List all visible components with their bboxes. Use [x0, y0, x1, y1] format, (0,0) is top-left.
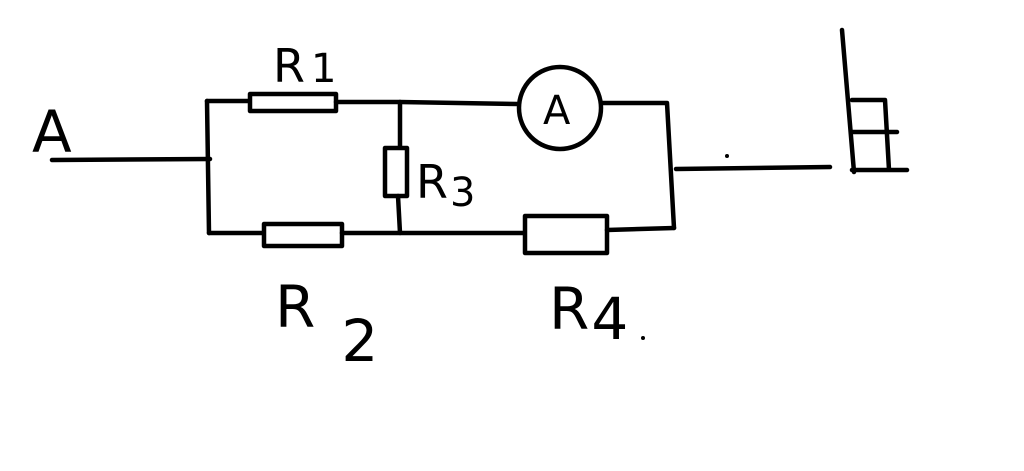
r4-label: R4: [549, 275, 628, 353]
r3-bottom-wire: [395, 193, 403, 236]
resistor-r1: [247, 91, 339, 114]
terminal-right-mark: [839, 27, 910, 175]
resistor-r3: [382, 145, 410, 199]
terminal-left-label: A: [32, 98, 72, 166]
stray-dot: [725, 154, 729, 158]
resistor-r4: [522, 213, 610, 256]
top-branch-wire: [333, 99, 521, 107]
ammeter: [516, 64, 604, 152]
input-wire: [49, 156, 213, 163]
right-node-wire: [599, 100, 677, 231]
r4-dot: [641, 336, 645, 340]
resistor-r2: [261, 221, 345, 249]
left-node-wire: [204, 98, 212, 236]
r3-label: R3: [416, 155, 475, 216]
r4-right-wire: [604, 225, 677, 233]
ammeter-label: A: [543, 88, 571, 134]
output-wire: [673, 164, 833, 172]
